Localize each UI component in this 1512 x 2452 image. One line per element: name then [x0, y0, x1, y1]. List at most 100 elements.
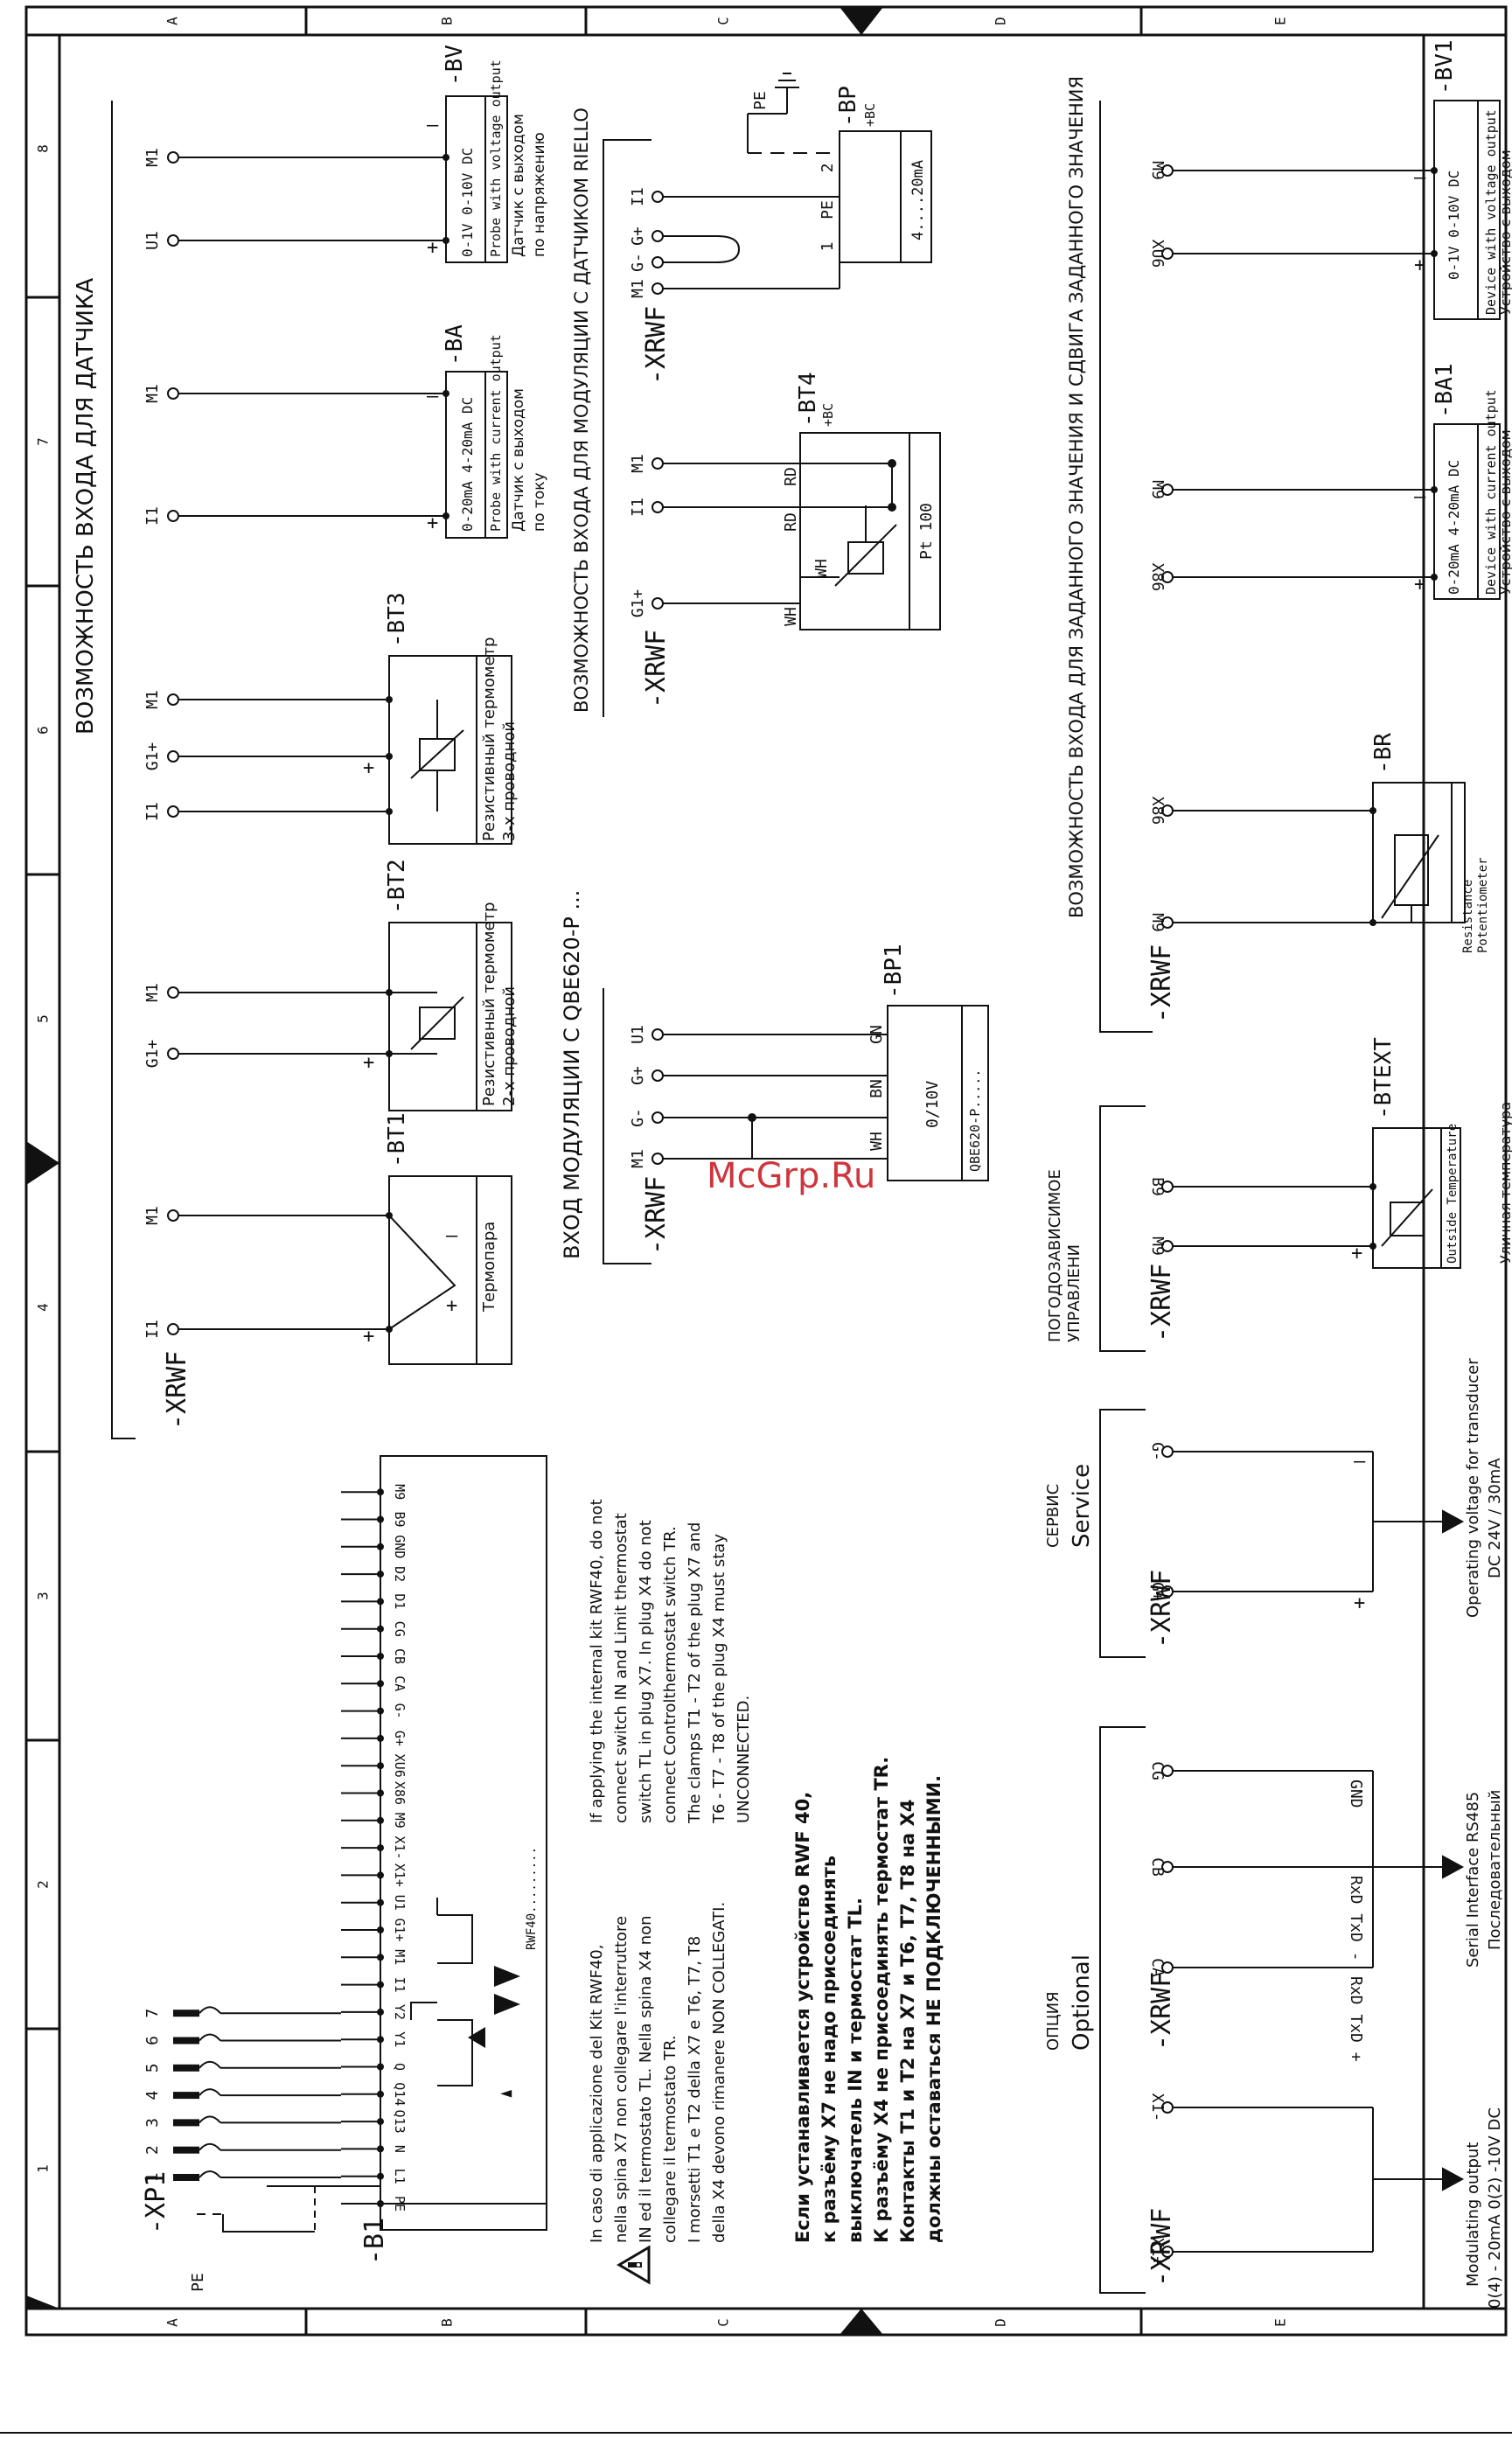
terminal-label: I1	[392, 1977, 408, 1993]
wire-label: RD	[782, 512, 800, 532]
row-letter: B	[439, 17, 456, 25]
terminal-label: M9	[392, 1484, 408, 1500]
pin-label: G1+	[143, 742, 162, 771]
terminal-label: CA	[392, 1675, 408, 1691]
pin-label: M9	[1148, 1236, 1167, 1256]
polarity-plus: +	[1414, 574, 1425, 596]
section-title-option: Optional	[1069, 1954, 1095, 2051]
device-label: Устройство с выходом	[1497, 150, 1512, 315]
pin-label: B9	[1148, 1177, 1167, 1196]
note-line: I morsetti T1 e T2 della X7 e T6, T7, T8	[686, 1936, 704, 2243]
terminal-node	[377, 1571, 384, 1578]
device-label: Уличная температура	[1497, 1102, 1512, 1264]
plug-arc	[199, 2170, 221, 2178]
terminal-node	[377, 2090, 384, 2098]
terminal-label: U1	[392, 1895, 408, 1911]
note-line: выключатель IN и термостат TL.	[845, 1898, 866, 2243]
section-title-service: СЕРВИС	[1044, 1484, 1063, 1548]
optional-label: Serial Interface RS485	[1464, 1792, 1482, 1968]
pin-label: X1-	[1148, 2093, 1167, 2122]
row-letter: D	[993, 17, 1009, 25]
pin-label: XU6	[1148, 240, 1167, 268]
optional-label: Modulating output	[1464, 2142, 1482, 2287]
section-title-service: Service	[1069, 1464, 1095, 1548]
plug-arc	[199, 2033, 221, 2042]
polarity-plus: +	[363, 757, 374, 779]
device-label: Устройство с выходом	[1497, 429, 1512, 595]
terminal-label: D1	[392, 1593, 408, 1609]
terminal-node	[377, 1844, 384, 1852]
plug-number: 4	[143, 2091, 162, 2100]
pin-label: I1	[143, 802, 162, 821]
note-line: In caso di applicazione del Kit RWF40,	[588, 1945, 606, 2243]
device-label: 2-х проводной	[500, 986, 519, 1106]
terminal-label: N	[392, 2145, 408, 2153]
note-line: UNCONNECTED.	[735, 1696, 753, 1823]
note-line: nella spina X7 non collegare l'interrutt…	[612, 1916, 631, 2243]
terminal-node	[377, 1515, 384, 1523]
wire-label: 1	[819, 242, 837, 252]
device-tag: -BV1	[1432, 39, 1458, 94]
device-label: по напряжению	[531, 132, 548, 257]
plug-arc	[199, 2060, 221, 2069]
row-letter: E	[1272, 2318, 1289, 2327]
pin-label: CG	[1148, 1761, 1167, 1780]
pin-label: G+	[629, 226, 647, 246]
bt1-thermocouple	[388, 1175, 512, 1365]
pin-label: G1+	[629, 589, 647, 618]
device-tag: -BT1	[384, 1112, 410, 1167]
note-line: collegare il termostato TR.	[661, 2035, 679, 2243]
pin-label: G1+	[143, 1040, 162, 1069]
pin-label: I1	[143, 506, 162, 526]
connector-label: -XRWF	[641, 1176, 672, 1255]
terminal-label: Y1	[392, 2031, 408, 2047]
pin-label: G+	[629, 1066, 647, 1085]
plug-number: 7	[143, 2009, 162, 2018]
device-model: Pt 100	[917, 503, 936, 560]
service-label: DC 24V / 30mA	[1486, 1458, 1504, 1578]
optional-label: 0(4) - 20mA 0(2) -10V DC	[1486, 2107, 1504, 2309]
terminal-label: Q14	[392, 2082, 408, 2106]
terminal-node	[377, 1789, 384, 1797]
pin-label: X86	[1148, 563, 1167, 592]
terminal-node	[377, 1816, 384, 1824]
terminal-label: L1	[392, 2169, 408, 2184]
terminal-label: G1+	[392, 1918, 408, 1941]
pin-label: M1	[143, 1206, 162, 1225]
row-letter: D	[993, 2318, 1009, 2327]
connector-label: -XRWF	[162, 1351, 192, 1430]
terminal-node	[377, 1680, 384, 1688]
plug-number: 6	[143, 2036, 162, 2045]
device-label: Резистивный термометр	[480, 637, 498, 841]
note-line: К разъёму X4 не присоединять термостат T…	[871, 1757, 892, 2243]
device-tag: -BP	[835, 86, 861, 127]
wire-label: GN	[867, 1025, 886, 1044]
pin-label: CB	[1148, 1857, 1167, 1877]
note-line: Контакты T1 и T2 на X7 и T6, T7, T8 на X…	[897, 1800, 918, 2243]
row-letter: A	[164, 2318, 181, 2327]
plug-contact	[173, 2064, 199, 2072]
plug-contact	[173, 2119, 199, 2127]
polarity-minus: –	[1354, 1451, 1366, 1473]
plug-contact	[173, 2174, 199, 2181]
note-line: switch TL in plug X7. In plug X4 do not	[637, 1520, 655, 1823]
device-model: QBE620-P.....	[967, 1069, 983, 1172]
pin-label: M1	[143, 690, 162, 709]
note-line: della X4 devono rimanere NON COLLEGATI.	[710, 1902, 728, 2243]
section-title-setpoint: ВОЗМОЖНОСТЬ ВХОДА ДЛЯ ЗАДАННОГО ЗНАЧЕНИЯ…	[1066, 76, 1087, 918]
pin-label: I1	[629, 187, 647, 206]
pin-label: I1	[143, 1320, 162, 1339]
plug-contact	[173, 2146, 199, 2154]
terminal-node	[377, 1543, 384, 1550]
polarity-minus: –	[1414, 486, 1426, 508]
device-tag: -BT4	[795, 372, 821, 427]
col-number: 5	[35, 1014, 52, 1023]
note-line: должны оставаться НЕ ПОДКЛЮЧЕННЫМИ.	[923, 1775, 944, 2243]
note-italian: In caso di applicazione del Kit RWF40, ne…	[588, 1902, 728, 2243]
pin-label: G-	[629, 253, 647, 272]
terminal-label: G-	[392, 1703, 408, 1719]
note-english: If applying the internal kit RWF40, do n…	[588, 1499, 753, 1824]
polarity-plus: +	[446, 1295, 457, 1317]
connector-label: -XRWF	[1146, 1264, 1177, 1342]
plug-contact	[173, 2092, 199, 2100]
